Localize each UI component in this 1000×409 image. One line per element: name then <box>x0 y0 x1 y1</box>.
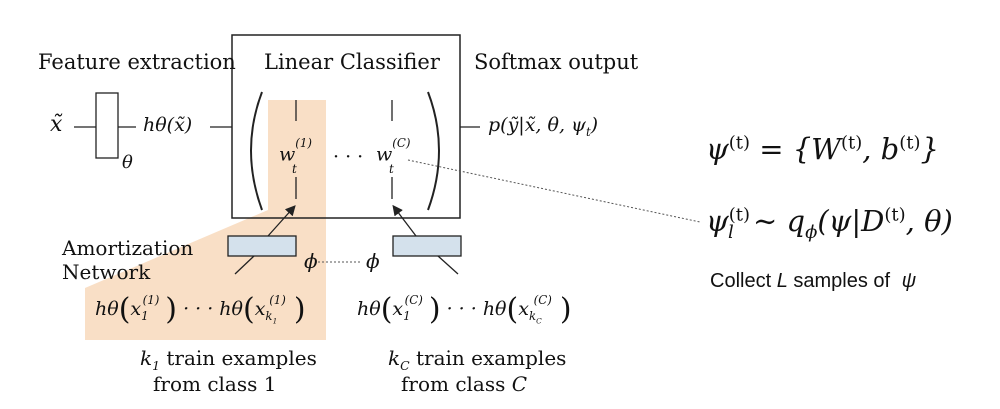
class1-highlight-region <box>85 100 326 340</box>
class1-caption-line2: from class 1 <box>153 372 277 396</box>
collect-samples-caption: Collect L samples of ψ <box>710 270 917 292</box>
dotted-link-to-equation <box>407 159 701 223</box>
linear-classifier-heading: Linear Classifier <box>264 50 440 74</box>
softmax-output-heading: Softmax output <box>474 50 639 74</box>
weight-matrix-right-paren <box>427 91 440 211</box>
weight-dots: · · · <box>333 146 364 168</box>
encoder-box-classC <box>392 235 462 257</box>
feature-h-theta-x: hθ(x̃) <box>143 114 193 136</box>
phi-label-classC: ϕ <box>366 249 380 273</box>
softmax-output-formula: p(ỹ|x̃, θ, ψt) <box>488 114 599 139</box>
theta-param-label: θ <box>122 152 133 173</box>
arrow-encoder1-to-w1 <box>267 205 296 237</box>
class1-examples-expression: hθ(x1(1)) · · · hθ(xk1(1)) <box>95 292 306 327</box>
input-x-tilde: x̃ <box>50 112 63 137</box>
weight-w-t-C-sub: t <box>389 162 394 176</box>
examples1-to-encoder-line <box>234 255 255 275</box>
amortization-label-line2: Network <box>62 260 151 284</box>
class1-caption-line1: k1 train examples <box>140 346 317 373</box>
arrow-encoderC-to-wC <box>392 204 417 237</box>
feature-extraction-heading: Feature extraction <box>38 50 236 74</box>
classC-caption-line1: kC train examples <box>388 346 567 373</box>
classC-caption-line2: from class C <box>401 372 528 396</box>
feature-extractor-box <box>95 92 119 159</box>
classC-examples-expression: hθ(x1(C)) · · · hθ(xkC(C)) <box>357 292 572 327</box>
weight-matrix-left-paren <box>250 91 263 211</box>
encoder-box-class1 <box>227 235 297 257</box>
psi-definition-equation: ψ(t) = {W(t), b(t)} <box>706 132 939 166</box>
psi-sampling-equation: ψ(t)l ∼ qϕ(ψ|D(t), θ) <box>706 204 953 243</box>
weight-w-t-1: w(1) <box>279 136 312 166</box>
weight-w-t-1-sub: t <box>292 162 297 176</box>
phi-label-class1: ϕ <box>304 249 318 273</box>
examplesC-to-encoder-line <box>437 255 459 275</box>
weight-w-t-C: w(C) <box>376 136 411 166</box>
amortization-label-line1: Amortization <box>62 236 194 260</box>
